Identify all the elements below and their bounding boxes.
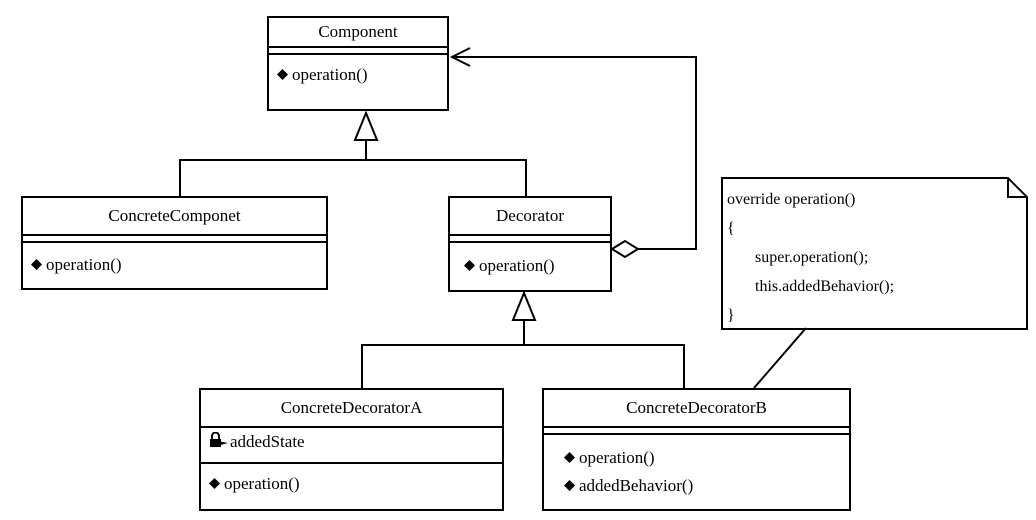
note-line-5: } xyxy=(727,307,735,324)
class-concrete-decorator-b-attributes-compartment xyxy=(544,426,849,435)
class-component-name: Component xyxy=(318,22,398,41)
class-decorator-operation: operation() xyxy=(450,243,610,289)
operation-diamond-icon xyxy=(564,452,575,463)
note-line-4: this.addedBehavior(); xyxy=(755,278,895,295)
inheritance-triangle-decorator xyxy=(511,290,537,321)
note-outline xyxy=(721,177,1028,330)
note-line-2: { xyxy=(727,220,735,237)
private-attribute-lock-icon xyxy=(209,432,229,448)
class-component-operation-label: operation() xyxy=(292,65,368,84)
note-line-3: super.operation(); xyxy=(755,249,869,266)
class-concrete-decorator-b-name: ConcreteDecoratorB xyxy=(626,398,767,417)
class-component[interactable]: Component operation() xyxy=(267,16,449,111)
class-decorator-name: Decorator xyxy=(496,206,564,225)
class-component-operation: operation() xyxy=(269,55,447,95)
note-body: override operation() { super.operation()… xyxy=(727,185,894,330)
inheritance-line-component xyxy=(179,140,527,196)
class-concrete-component[interactable]: ConcreteComponet operation() xyxy=(21,196,328,290)
class-concrete-component-name: ConcreteComponet xyxy=(108,206,241,225)
class-concrete-decorator-a-name: ConcreteDecoratorA xyxy=(280,398,423,417)
note-override-operation: override operation() { super.operation()… xyxy=(721,177,1026,328)
class-concrete-decorator-a-attribute-label: addedState xyxy=(230,432,305,451)
operation-diamond-icon xyxy=(564,480,575,491)
class-concrete-decorator-a[interactable]: ConcreteDecoratorA addedState operation(… xyxy=(199,388,504,511)
operation-diamond-icon xyxy=(209,478,220,489)
inheritance-triangle-component xyxy=(353,110,379,141)
class-concrete-decorator-a-operation-label: operation() xyxy=(224,474,300,493)
operation-diamond-icon xyxy=(277,69,288,80)
class-concrete-decorator-b-operation-2: addedBehavior() xyxy=(544,472,849,500)
class-concrete-decorator-b-operation-label-2: addedBehavior() xyxy=(579,476,694,495)
class-decorator-attributes-compartment xyxy=(450,234,610,243)
note-anchor-line xyxy=(753,327,807,389)
class-concrete-component-attributes-compartment xyxy=(23,234,326,243)
operation-diamond-icon xyxy=(31,259,42,270)
class-decorator-operation-label: operation() xyxy=(479,256,555,275)
association-arrowhead xyxy=(449,47,471,67)
note-line-1: override operation() xyxy=(727,191,856,208)
class-concrete-component-operation: operation() xyxy=(23,243,326,287)
class-concrete-decorator-a-operation: operation() xyxy=(201,464,502,512)
class-concrete-decorator-b-operation-1: operation() xyxy=(544,444,849,472)
class-concrete-component-operation-label: operation() xyxy=(46,255,122,274)
class-concrete-decorator-a-attribute: addedState xyxy=(201,428,502,462)
class-concrete-decorator-b-spacer xyxy=(544,435,849,444)
class-concrete-decorator-a-attributes-compartment xyxy=(201,426,502,428)
class-concrete-decorator-b-operation-label-1: operation() xyxy=(579,448,655,467)
operation-diamond-icon xyxy=(464,260,475,271)
inheritance-line-decorator xyxy=(361,320,685,388)
class-concrete-decorator-a-operations-compartment xyxy=(201,462,502,464)
aggregation-diamond xyxy=(610,239,640,259)
aggregation-line xyxy=(452,56,697,250)
class-decorator[interactable]: Decorator operation() xyxy=(448,196,612,292)
class-concrete-decorator-b[interactable]: ConcreteDecoratorB operation() addedBeha… xyxy=(542,388,851,511)
class-component-attributes-compartment xyxy=(269,46,447,55)
